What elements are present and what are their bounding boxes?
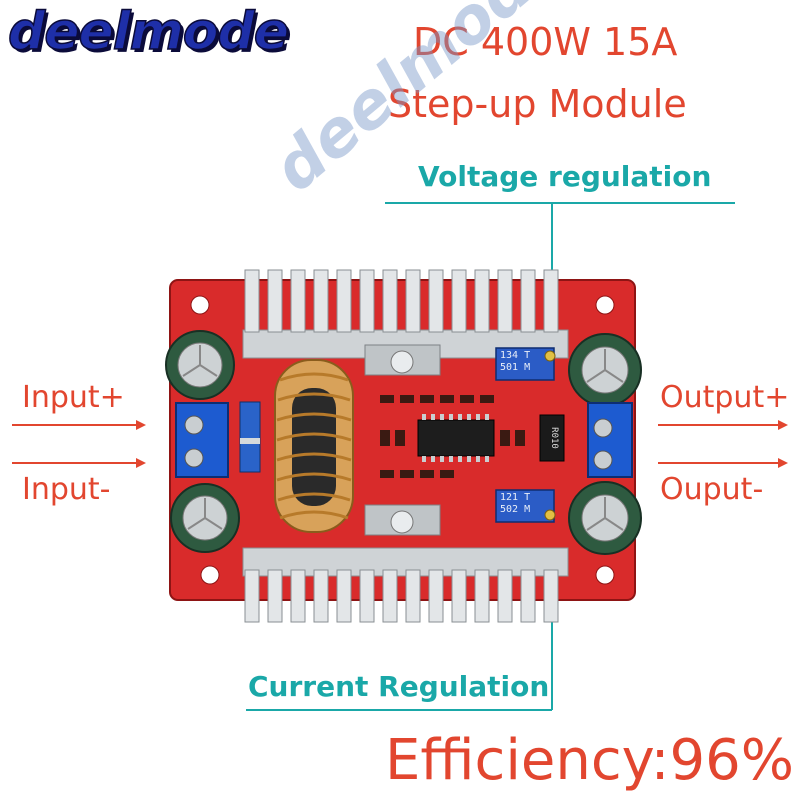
title-line-1: DC 400W 15A xyxy=(413,20,678,64)
output-minus-arrow xyxy=(658,458,788,468)
current-regulation-label: Current Regulation xyxy=(248,670,550,703)
voltage-regulation-label: Voltage regulation xyxy=(418,160,712,193)
bottom-heatsink xyxy=(242,504,569,623)
output-terminal-block xyxy=(587,402,633,478)
output-plus-label: Output+ xyxy=(660,380,790,415)
sense-resistor-label: R010 xyxy=(549,427,559,449)
top-heatsink xyxy=(242,269,569,376)
output-plus-arrow xyxy=(658,420,788,430)
output-minus-label: Ouput- xyxy=(660,472,764,507)
input-terminal-block xyxy=(175,402,229,478)
sense-resistor xyxy=(539,414,565,462)
voltage-pot-marking: 134 T 501 M xyxy=(500,350,531,373)
input-plus-label: Input+ xyxy=(22,380,125,415)
input-minus-label: Input- xyxy=(22,472,111,507)
efficiency-label: Efficiency:96% xyxy=(385,728,795,793)
diode xyxy=(239,401,261,473)
input-plus-arrow xyxy=(12,420,146,430)
current-potentiometer xyxy=(495,489,556,523)
capacitor-top-right xyxy=(568,333,642,407)
title-line-2: Step-up Module xyxy=(388,82,687,126)
voltage-potentiometer xyxy=(495,347,556,381)
current-pot-marking: 121 T 502 M xyxy=(500,492,531,515)
smd-components xyxy=(380,395,525,478)
brand-logo: deelmode xyxy=(7,1,289,63)
capacitor-bottom-right xyxy=(568,481,642,555)
capacitor-top-left xyxy=(165,330,235,400)
capacitor-bottom-left xyxy=(170,483,240,553)
ic-chip xyxy=(417,414,495,462)
input-minus-arrow xyxy=(12,458,146,468)
toroid-inductor xyxy=(274,359,354,533)
